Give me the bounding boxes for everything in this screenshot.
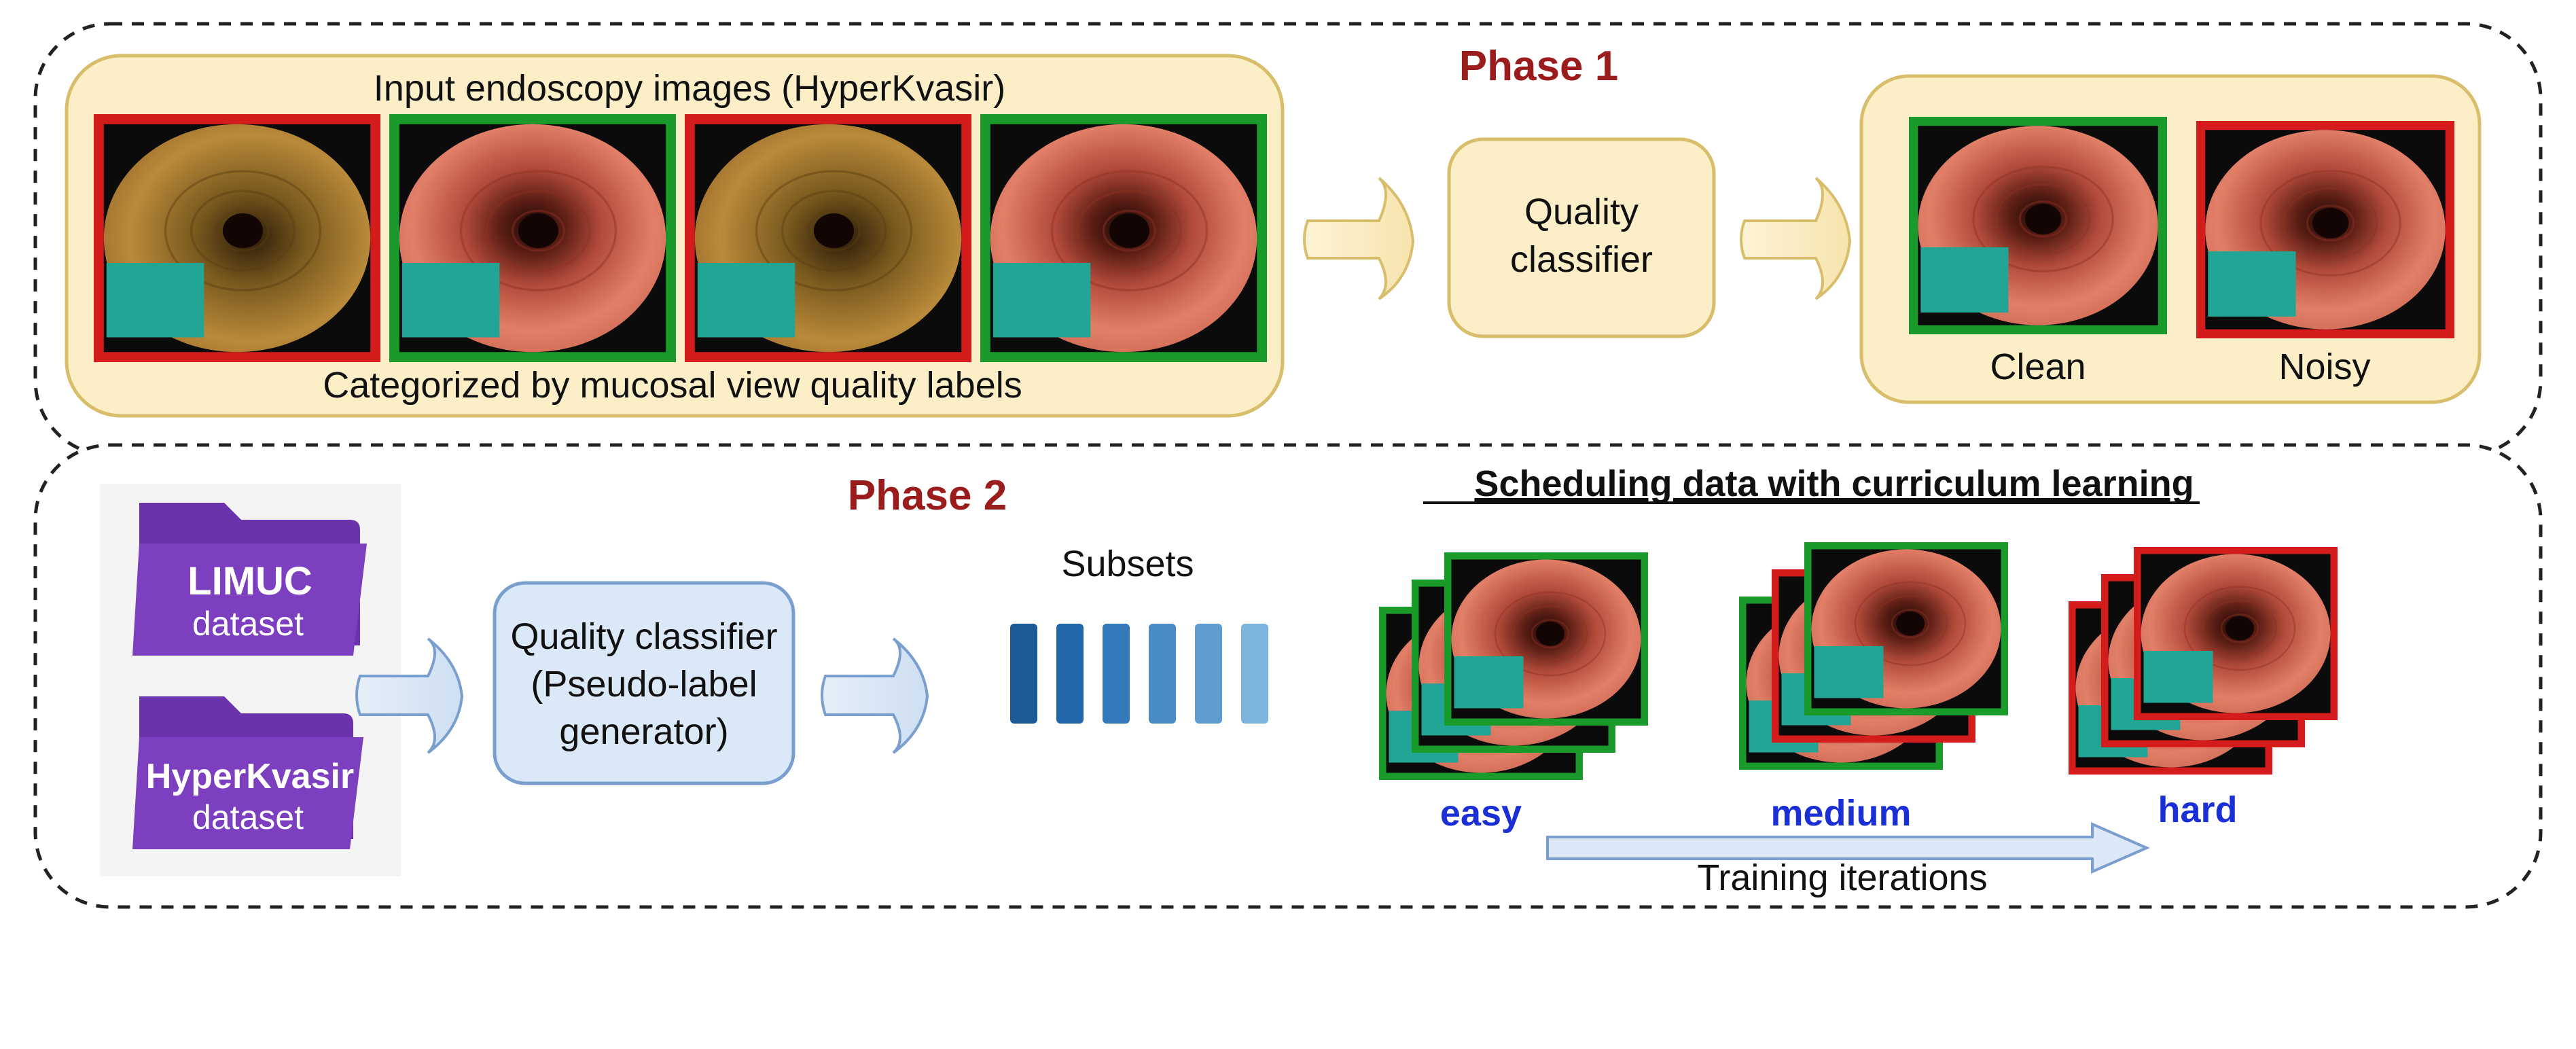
hyperkvasir-dataset-folder: HyperKvasir dataset (132, 696, 363, 849)
quality-classifier-box (1447, 137, 1716, 338)
noisy-image (2196, 121, 2454, 338)
medium-label: medium (1770, 793, 1911, 834)
input-image-1 (94, 114, 380, 362)
hard-label: hard (2158, 789, 2237, 830)
stack-hard (2069, 547, 2338, 775)
subset-bar-6 (1241, 624, 1268, 724)
stack-medium-image-3 (1804, 542, 2008, 715)
classifier-line1: Quality (1524, 192, 1639, 232)
subsets-label: Subsets (1061, 544, 1194, 584)
teal-overlay (1920, 247, 2009, 313)
teal-overlay (1814, 646, 1884, 698)
pseudo-classifier-line1: Quality classifier (510, 616, 777, 657)
arrow-to-pseudo-classifier (355, 637, 464, 754)
input-image-row (94, 114, 1267, 362)
teal-overlay (106, 263, 204, 338)
training-iterations-label: Training iterations (1697, 857, 1987, 898)
hyperkvasir-name: HyperKvasir (146, 757, 354, 796)
subset-bar-3 (1103, 624, 1130, 724)
noisy-label: Noisy (2278, 346, 2370, 387)
phase1-title: Phase 1 (1459, 43, 1618, 90)
stack-medium (1739, 542, 2008, 770)
teal-overlay (401, 263, 500, 338)
teal-overlay (992, 263, 1091, 338)
arrow-to-outputs (1740, 177, 1852, 300)
clean-label: Clean (1990, 346, 2086, 387)
output-image-row (1909, 117, 2454, 338)
difficulty-stacks (1379, 542, 2338, 780)
subset-bar-4 (1149, 624, 1176, 724)
input-panel-caption: Categorized by mucosal view quality labe… (323, 365, 1022, 406)
hyperkvasir-sub: dataset (192, 798, 304, 836)
teal-overlay (697, 263, 795, 338)
stack-easy-image-3 (1444, 552, 1648, 726)
classifier-line2: classifier (1510, 239, 1653, 280)
input-image-2 (389, 114, 676, 362)
limuc-name: LIMUC (187, 559, 312, 603)
stack-easy (1379, 552, 1648, 780)
teal-overlay (1454, 656, 1524, 709)
subset-bar-2 (1056, 624, 1084, 724)
subset-bars (1010, 624, 1268, 724)
scheduling-title: Scheduling data with curriculum learning (1474, 463, 2194, 504)
input-panel-title: Input endoscopy images (HyperKvasir) (374, 68, 1005, 109)
clean-image (1909, 117, 2167, 334)
phase2-title: Phase 2 (848, 472, 1007, 519)
subset-bar-1 (1010, 624, 1037, 724)
pseudo-label-classifier-box (493, 581, 795, 785)
teal-overlay (2208, 251, 2296, 317)
easy-label: easy (1440, 793, 1522, 834)
limuc-sub: dataset (192, 605, 304, 643)
stack-hard-image-3 (2134, 547, 2338, 720)
subset-bar-5 (1195, 624, 1222, 724)
input-image-4 (980, 114, 1267, 362)
pseudo-classifier-line2: (Pseudo-label (531, 664, 757, 705)
limuc-dataset-folder: LIMUC dataset (132, 503, 367, 656)
teal-overlay (2143, 651, 2213, 703)
arrow-to-subsets (821, 637, 929, 754)
input-image-3 (685, 114, 971, 362)
arrow-to-classifier (1303, 177, 1415, 300)
training-iterations-arrow (1546, 821, 2150, 874)
pseudo-classifier-line3: generator) (559, 711, 728, 752)
